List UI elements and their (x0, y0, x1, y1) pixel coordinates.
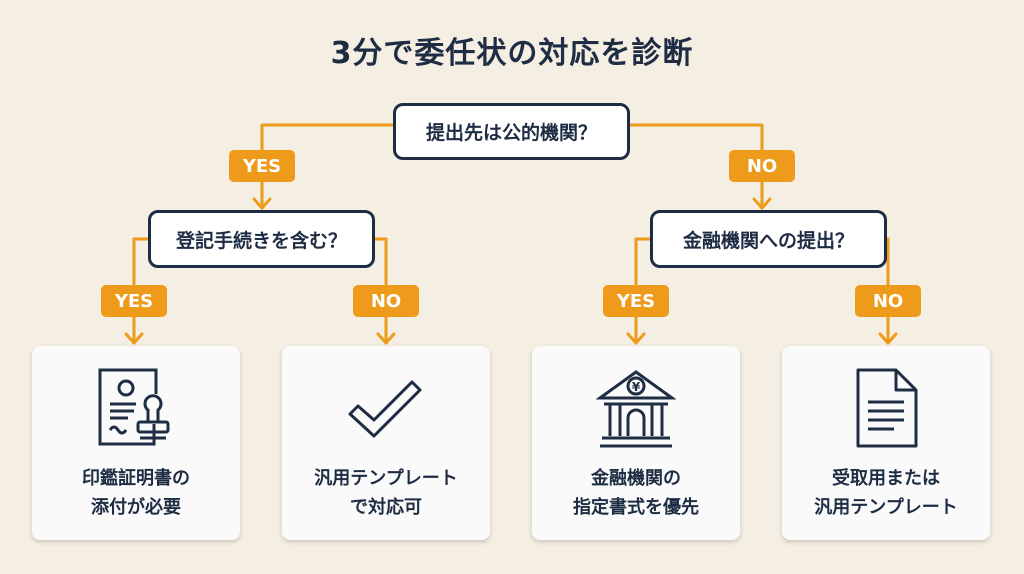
result-text-line: 金融機関の (591, 468, 681, 489)
page-title: 3分で委任状の対応を診断 (330, 36, 694, 71)
yes-badge: YES (101, 285, 167, 317)
document-icon (856, 368, 918, 448)
yes-badge: YES (603, 285, 669, 317)
right-question-node: 金融機関への提出？ (650, 210, 887, 268)
result-card-generic-template: 汎用テンプレートで対応可 (282, 346, 490, 540)
bank-yen-icon: ¥ (596, 370, 676, 448)
no-badge: NO (729, 150, 795, 182)
result-card-seal-certificate: 印鑑証明書の添付が必要 (32, 346, 240, 540)
result-text-line: 受取用または (832, 468, 940, 489)
document-stamp-icon (98, 368, 170, 446)
root-question-node: 提出先は公的機関？ (393, 103, 630, 160)
no-badge: NO (353, 285, 419, 317)
checkmark-icon (348, 380, 422, 438)
yes-badge: YES (229, 150, 295, 182)
result-text-line: 汎用テンプレート (814, 497, 958, 518)
result-text-line: 指定書式を優先 (573, 497, 699, 518)
result-text-line: 印鑑証明書の (82, 468, 190, 489)
result-card-receipt-template: 受取用または汎用テンプレート (782, 346, 990, 540)
svg-text:¥: ¥ (632, 380, 641, 394)
result-text-line: 汎用テンプレート (314, 468, 458, 489)
result-text-line: で対応可 (350, 497, 422, 518)
result-card-bank-form: ¥ 金融機関の指定書式を優先 (532, 346, 740, 540)
result-text-line: 添付が必要 (91, 497, 181, 518)
no-badge: NO (855, 285, 921, 317)
left-question-node: 登記手続きを含む？ (148, 210, 375, 268)
